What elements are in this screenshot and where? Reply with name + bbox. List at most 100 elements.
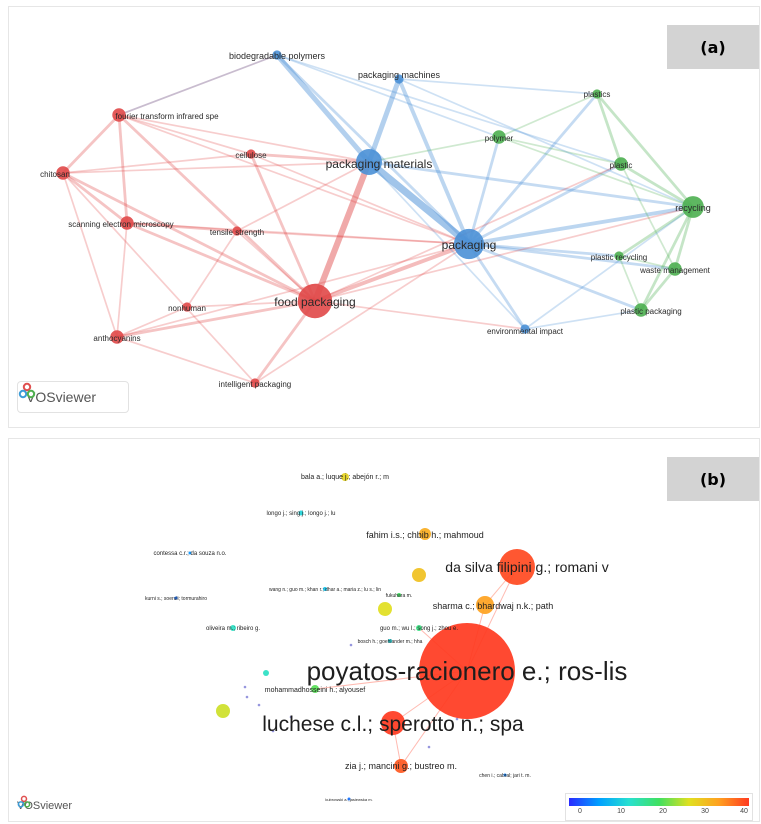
network-link bbox=[595, 93, 695, 208]
author-node-luchese[interactable] bbox=[381, 711, 405, 735]
network-link bbox=[236, 161, 370, 232]
author-node-sharma[interactable] bbox=[476, 596, 494, 614]
keyword-node-plastics[interactable] bbox=[592, 89, 602, 99]
author-label-luchese: luchese c.l.; sperotto n.; spa bbox=[262, 713, 524, 736]
author-label-mohammad: mohammadhosseini h.; alyousef bbox=[265, 687, 365, 694]
author-node-fahim[interactable] bbox=[419, 528, 431, 540]
author-node-zia[interactable] bbox=[394, 759, 408, 773]
author-node-dasilva[interactable] bbox=[499, 549, 535, 585]
network-link bbox=[368, 136, 500, 163]
keyword-node-env[interactable] bbox=[520, 324, 530, 334]
keyword-label-plpackaging: plastic packaging bbox=[620, 307, 681, 316]
author-node-guo[interactable] bbox=[416, 625, 422, 631]
keyword-node-ftir[interactable] bbox=[112, 108, 126, 122]
keyword-node-polymer[interactable] bbox=[492, 130, 506, 144]
author-node-cyan1[interactable] bbox=[263, 670, 269, 676]
keyword-node-intelligent[interactable] bbox=[250, 378, 260, 388]
keyword-label-plrecycling: plastic recycling bbox=[591, 253, 647, 262]
network-link bbox=[62, 161, 370, 174]
network-link bbox=[524, 309, 642, 330]
network-link bbox=[398, 78, 694, 208]
keyword-node-biodegradable[interactable] bbox=[272, 50, 282, 60]
author-node-bottom[interactable] bbox=[347, 797, 351, 801]
keyword-label-chitosan: chitosan bbox=[40, 170, 70, 179]
keyword-node-plrecycling[interactable] bbox=[614, 251, 624, 261]
author-label-chen: chen i.; cabral; jari t. m. bbox=[479, 773, 531, 779]
network-link bbox=[468, 162, 622, 246]
author-label-bottom: kubrowski a.; jasiewska m. bbox=[325, 797, 372, 802]
keyword-node-recycling[interactable] bbox=[682, 196, 704, 218]
network-link bbox=[467, 136, 501, 245]
keyword-node-nonhuman[interactable] bbox=[182, 302, 192, 312]
author-node-chen[interactable] bbox=[503, 773, 507, 777]
legend-tick: 0 bbox=[578, 808, 582, 815]
author-node-poyatos[interactable] bbox=[419, 623, 515, 719]
network-link bbox=[126, 222, 470, 245]
keyword-label-plastics: plastics bbox=[584, 90, 611, 99]
author-node-oliveira[interactable] bbox=[230, 625, 236, 631]
network-link bbox=[314, 242, 470, 303]
network-link bbox=[467, 93, 599, 245]
vosviewer-icon bbox=[17, 795, 31, 808]
network-link bbox=[118, 114, 470, 245]
network-link bbox=[368, 161, 526, 330]
keyword-label-biodegradable: biodegradable polymers bbox=[229, 51, 326, 61]
minor-author-node bbox=[349, 643, 353, 647]
author-label-guo: guo m.; wu l.; song j.; zhou e. bbox=[380, 626, 458, 632]
network-link bbox=[595, 93, 623, 165]
vosviewer-logo[interactable]: VOSviewer bbox=[17, 381, 129, 413]
keyword-node-tensile[interactable] bbox=[232, 226, 242, 236]
keyword-node-plastic[interactable] bbox=[614, 157, 628, 171]
minor-author-node bbox=[245, 695, 249, 699]
network-link bbox=[468, 242, 620, 258]
keyword-node-plpackaging[interactable] bbox=[634, 303, 648, 317]
network-link bbox=[116, 336, 256, 384]
network-link bbox=[62, 172, 118, 338]
author-node-mohammad[interactable] bbox=[311, 685, 319, 693]
keyword-label-polymer: polymer bbox=[485, 134, 514, 143]
author-label-poyatos: poyatos-racionero e.; ros-lis bbox=[307, 656, 628, 686]
network-link bbox=[618, 205, 694, 258]
author-node-contessa[interactable] bbox=[188, 551, 192, 555]
author-node-bosch[interactable] bbox=[388, 639, 392, 643]
keyword-node-chitosan[interactable] bbox=[56, 166, 70, 180]
vosviewer-logo-small[interactable]: VOSviewer bbox=[17, 795, 72, 817]
keyword-label-waste: waste management bbox=[639, 266, 711, 275]
author-node-longo[interactable] bbox=[298, 510, 304, 516]
keyword-label-antho: anthocyanins bbox=[93, 334, 140, 343]
author-node-zeng[interactable] bbox=[323, 587, 327, 591]
author-label-dasilva: da silva filipini g.; romani v bbox=[445, 559, 608, 575]
network-link bbox=[468, 242, 642, 312]
network-nodes bbox=[56, 50, 704, 388]
keyword-node-machines[interactable] bbox=[394, 74, 404, 84]
network-link bbox=[468, 242, 676, 271]
keyword-node-food[interactable] bbox=[297, 283, 333, 319]
network-link bbox=[276, 54, 622, 165]
author-node-bala[interactable] bbox=[341, 473, 349, 481]
author-node-fukuhara[interactable] bbox=[397, 593, 401, 597]
keyword-node-waste[interactable] bbox=[668, 262, 682, 276]
author-label-bosch: bosch h.; goehlander m.; hha bbox=[358, 639, 423, 645]
legend-tick: 30 bbox=[701, 808, 709, 815]
author-node-yellow1[interactable] bbox=[412, 568, 426, 582]
network-link bbox=[314, 206, 694, 302]
keyword-node-materials[interactable] bbox=[356, 149, 382, 175]
keyword-label-env: environmental impact bbox=[487, 327, 564, 336]
network-links bbox=[61, 53, 695, 384]
keyword-node-cellulose[interactable] bbox=[246, 149, 256, 159]
network-link bbox=[368, 160, 694, 209]
network-link bbox=[620, 162, 694, 209]
keyword-node-sem[interactable] bbox=[120, 216, 134, 230]
author-node-lime[interactable] bbox=[216, 704, 230, 718]
author-node-azhar[interactable] bbox=[174, 596, 178, 600]
network-link bbox=[62, 153, 252, 174]
network-link bbox=[118, 54, 278, 116]
keyword-node-packaging[interactable] bbox=[453, 228, 485, 260]
network-link bbox=[118, 113, 316, 303]
network-link bbox=[618, 255, 676, 270]
author-node-yellow2[interactable] bbox=[378, 602, 392, 616]
keyword-node-antho[interactable] bbox=[110, 330, 124, 344]
